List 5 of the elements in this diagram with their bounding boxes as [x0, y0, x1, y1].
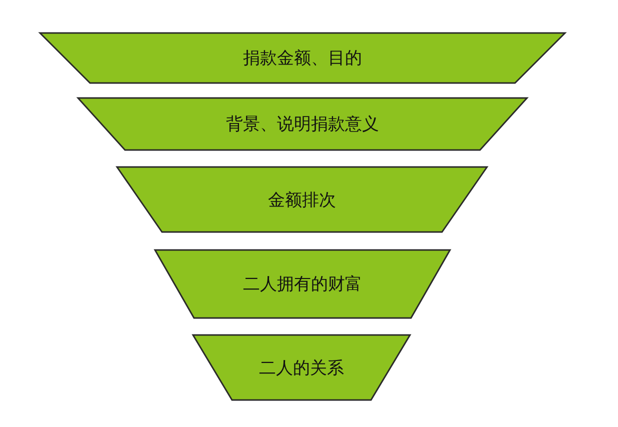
- level-label: 二人拥有的财富: [242, 274, 363, 296]
- level-label: 背景、说明捐款意义: [225, 114, 380, 136]
- level-label: 捐款金额、目的: [242, 48, 363, 70]
- level-label: 金额排次: [267, 189, 337, 211]
- level-label: 二人的关系: [258, 357, 345, 379]
